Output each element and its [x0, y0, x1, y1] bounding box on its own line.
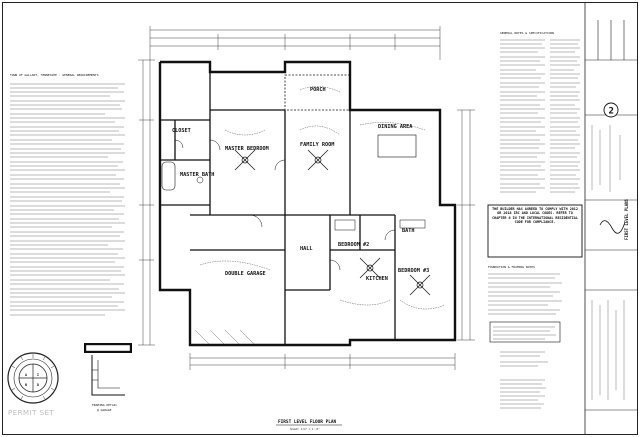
plan-title: FIRST LEVEL FLOOR PLAN — [278, 419, 337, 425]
requirements-header: TOWN OF GALLANT, TENNESSEE - GENERAL REQ… — [10, 73, 99, 77]
room-bedroom-3: BEDROOM #3 — [398, 268, 429, 274]
floor-plan — [138, 26, 475, 370]
room-bedroom-2: BEDROOM #2 — [338, 242, 369, 248]
room-family-room: FAMILY ROOM — [300, 142, 334, 148]
general-notes-block: GENERAL NOTES & SPECIFICATIONS — [500, 31, 580, 193]
builder-note-text: THE BUILDER HAS AGREED TO COMPLY WITH 20… — [492, 207, 578, 224]
room-dining-area: DINING AREA — [378, 124, 413, 130]
designer-signature — [599, 220, 626, 234]
room-master-bedroom: MASTER BEDROOM — [225, 146, 269, 152]
room-hall: HALL — [300, 246, 313, 252]
permit-set-watermark: PERMIT SET — [8, 409, 54, 417]
seal-letter-i: I — [37, 373, 39, 377]
title-block: FIRST LEVEL PLANS 2 — [585, 20, 637, 411]
room-double-garage: DOUBLE GARAGE — [225, 271, 266, 277]
framing-detail: FRAMING DETAIL @ GARAGE — [84, 343, 132, 412]
seal-letter-b: B — [25, 383, 27, 387]
room-closet: CLOSET — [172, 128, 191, 134]
sheet-number: 2 — [609, 107, 614, 117]
builder-compliance-note: THE BUILDER HAS AGREED TO COMPLY WITH 20… — [487, 204, 583, 258]
room-labels: PORCH MASTER BEDROOM FAMILY ROOM DINING … — [172, 87, 429, 282]
plan-scale: SCALE: 1/4" = 1'-0" — [290, 427, 320, 431]
foundation-notes-header: FOUNDATION & FRAMING NOTES — [488, 265, 535, 269]
sheet-number-circle — [603, 102, 619, 118]
room-porch: PORCH — [310, 87, 326, 93]
aibd-seal: A I B D PERMIT SET — [7, 352, 59, 417]
project-name: FIRST LEVEL PLANS — [624, 198, 629, 240]
plan-title-block: FIRST LEVEL FLOOR PLAN SCALE: 1/4" = 1'-… — [276, 419, 342, 431]
framing-detail-subtitle: @ GARAGE — [97, 408, 112, 412]
ceiling-fan-icons — [234, 149, 431, 296]
room-master-bath: MASTER BATH — [180, 172, 214, 178]
seal-letter-d: D — [37, 383, 39, 387]
room-bath: BATH — [402, 228, 415, 234]
framing-detail-title: FRAMING DETAIL — [92, 403, 117, 407]
room-kitchen: KITCHEN — [366, 276, 388, 282]
general-notes-header: GENERAL NOTES & SPECIFICATIONS — [500, 31, 554, 35]
foundation-notes-block: FOUNDATION & FRAMING NOTES — [488, 265, 562, 409]
general-requirements-block: TOWN OF GALLANT, TENNESSEE - GENERAL REQ… — [10, 73, 125, 316]
seal-letter-a: A — [25, 373, 27, 377]
